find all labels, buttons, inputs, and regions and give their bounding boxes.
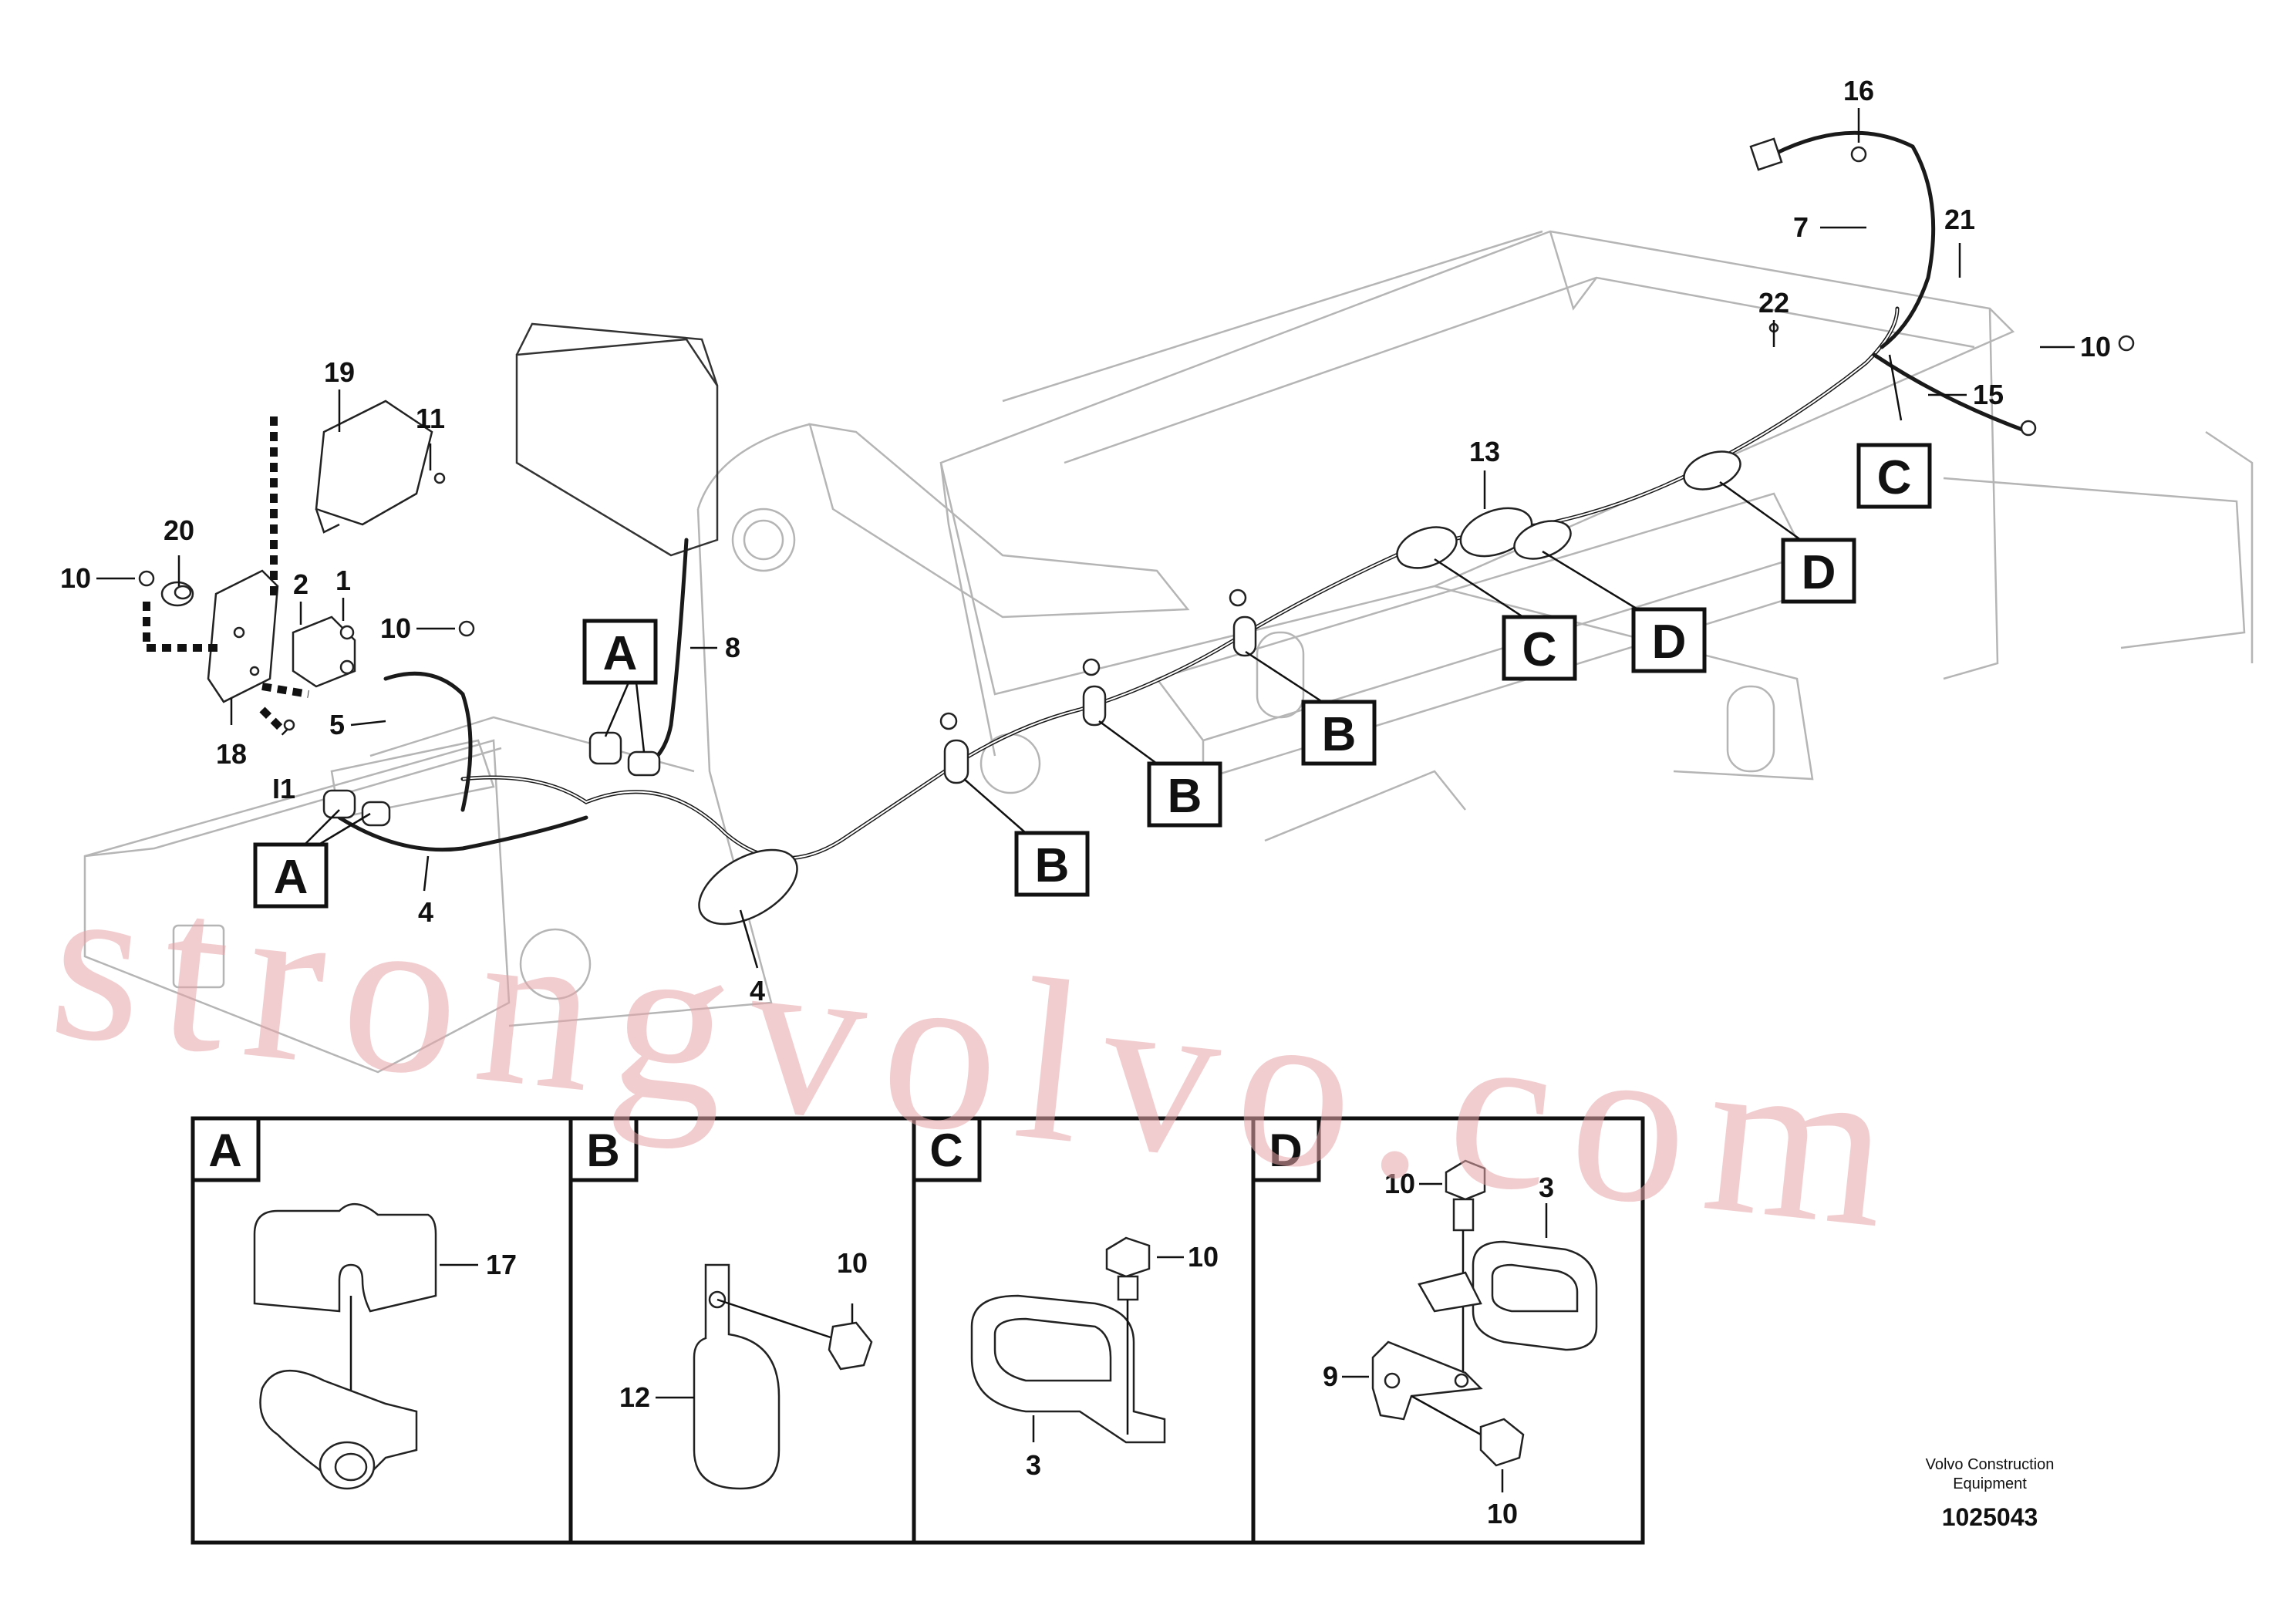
- detail-B-callout-12: 12: [619, 1381, 650, 1413]
- callout-10-left: 10: [60, 562, 91, 594]
- callout-18: 18: [216, 738, 247, 770]
- detail-C-callout-3: 3: [1026, 1449, 1041, 1481]
- machine-frame: [83, 230, 2254, 1074]
- callout-10-right: 10: [2080, 331, 2111, 363]
- detail-B-callout-10: 10: [837, 1247, 868, 1279]
- detail-B-header: B: [586, 1125, 619, 1176]
- svg-text:B: B: [1168, 770, 1202, 823]
- svg-text:B: B: [1035, 839, 1070, 892]
- callout-15: 15: [1973, 379, 2004, 410]
- detail-panel-B: B 10 12: [568, 1116, 873, 1490]
- detail-panel-D: D 10 3 9 10: [1251, 1116, 1598, 1529]
- detail-C-callout-10: 10: [1188, 1241, 1219, 1273]
- callout-4-left: 4: [418, 896, 433, 928]
- callout-16: 16: [1843, 75, 1874, 106]
- detail-D-callout-10-bottom: 10: [1487, 1498, 1518, 1529]
- svg-text:A: A: [603, 627, 638, 680]
- bolts: [138, 146, 2135, 731]
- view-box-B2: B: [1147, 761, 1222, 828]
- svg-text:D: D: [1652, 615, 1687, 669]
- detail-A-callout-17: 17: [486, 1249, 517, 1280]
- detail-panel-C: C 10 3: [912, 1116, 1219, 1481]
- view-box-C-right: C: [1856, 443, 1932, 509]
- detail-panel-A: A 17: [190, 1116, 517, 1490]
- callout-20: 20: [164, 514, 194, 546]
- credit-block: Volvo Construction Equipment 1025043: [1926, 1456, 2055, 1531]
- callout-22: 22: [1758, 287, 1789, 319]
- detail-C-header: C: [929, 1125, 963, 1176]
- svg-text:B: B: [1322, 708, 1357, 761]
- view-box-A-top: A: [582, 619, 658, 685]
- detail-D-callout-3: 3: [1539, 1172, 1554, 1203]
- callout-21: 21: [1944, 204, 1975, 235]
- callout-1: 1: [335, 565, 351, 596]
- credit-line-1: Volvo Construction: [1926, 1456, 2055, 1473]
- detail-D-callout-9: 9: [1323, 1361, 1338, 1392]
- callout-labels: 16 7 21 22 15 10 13 19 11 20 10 2 1 10 5…: [60, 75, 2111, 1007]
- callout-7: 7: [1793, 211, 1809, 243]
- svg-text:D: D: [1802, 546, 1836, 599]
- callout-19: 19: [324, 356, 355, 388]
- callout-11-top: 11: [416, 403, 445, 434]
- svg-text:C: C: [1522, 623, 1557, 676]
- callout-2: 2: [293, 568, 308, 600]
- view-box-D-mid: D: [1631, 607, 1707, 673]
- detail-D-callout-10-top: 10: [1384, 1168, 1415, 1199]
- callout-13: 13: [1469, 436, 1500, 467]
- wire-harness: [322, 130, 2031, 926]
- svg-text:C: C: [1877, 451, 1912, 504]
- document-number: 1025043: [1942, 1503, 2038, 1531]
- detail-D-header: D: [1269, 1125, 1302, 1176]
- view-box-C-mid: C: [1502, 615, 1577, 681]
- credit-line-2: Equipment: [1953, 1475, 2027, 1492]
- detail-panels: A 17 B 10 12 C: [190, 1116, 1645, 1545]
- view-box-D-right: D: [1781, 538, 1856, 604]
- battery-switch-assembly: [143, 400, 433, 736]
- view-reference-boxes: A A B B B C D D: [253, 443, 1932, 909]
- svg-text:A: A: [274, 851, 308, 904]
- callout-5: 5: [329, 709, 345, 740]
- callout-4-mid: 4: [750, 975, 765, 1007]
- detail-A-header: A: [208, 1125, 241, 1176]
- view-box-B3: B: [1301, 700, 1377, 766]
- callout-8: 8: [725, 632, 740, 663]
- view-box-A-left: A: [253, 842, 329, 909]
- view-box-B1: B: [1014, 831, 1090, 897]
- callout-10-mid: 10: [380, 612, 411, 644]
- leader-lines: [96, 108, 2075, 969]
- callout-11-low: I1: [272, 773, 295, 804]
